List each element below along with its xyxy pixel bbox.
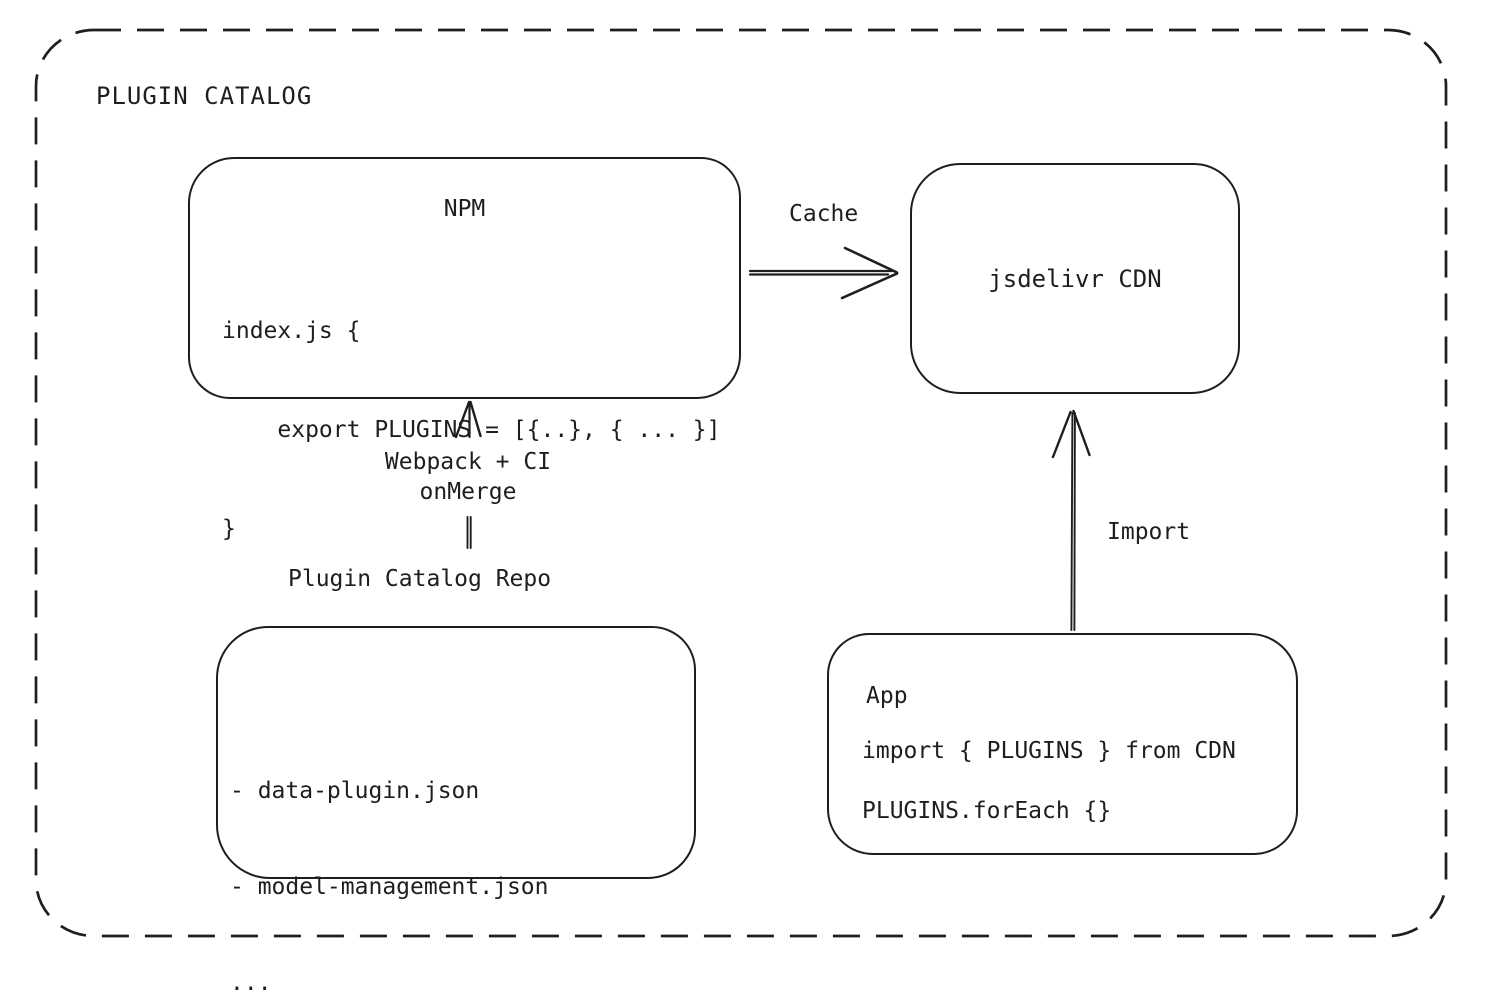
npm-node: NPM index.js { export PLUGINS = [{..}, {… bbox=[188, 157, 741, 542]
app-node-title: App bbox=[866, 683, 908, 709]
cdn-node-title: jsdelivr CDN bbox=[988, 264, 1162, 293]
cache-arrow bbox=[748, 246, 899, 300]
cdn-node: jsdelivr CDN bbox=[910, 163, 1240, 394]
npm-node-title: NPM bbox=[443, 196, 486, 222]
repo-file-item: - data-plugin.json bbox=[230, 778, 480, 804]
npm-code-line: index.js { bbox=[222, 318, 361, 344]
repo-file-item: - model-management.json bbox=[230, 874, 549, 900]
npm-code-line: } bbox=[222, 516, 236, 542]
build-arrow-label-line2: onMerge bbox=[419, 479, 517, 505]
import-arrow bbox=[1051, 409, 1091, 631]
npm-code-line: export PLUGINS = [{..}, { ... }] bbox=[222, 417, 721, 443]
build-arrow-label-line1: Webpack + CI bbox=[384, 449, 552, 475]
app-code-line: PLUGINS.forEach {} bbox=[862, 798, 1112, 824]
repo-file-list: - data-plugin.json - model-management.js… bbox=[230, 711, 549, 1002]
app-code-line: import { PLUGINS } from CDN bbox=[862, 738, 1236, 764]
npm-code-block: index.js { export PLUGINS = [{..}, { ...… bbox=[222, 249, 721, 612]
repo-node-title: Plugin Catalog Repo bbox=[288, 566, 552, 592]
cache-arrow-label: Cache bbox=[789, 201, 859, 227]
repo-file-item: ... bbox=[230, 970, 272, 996]
repo-node: - data-plugin.json - model-management.js… bbox=[216, 626, 696, 996]
import-arrow-label: Import bbox=[1107, 519, 1191, 545]
diagram-title: PLUGIN CATALOG bbox=[96, 82, 313, 110]
app-node: App import { PLUGINS } from CDN PLUGINS.… bbox=[827, 633, 1298, 855]
build-arrow-label: Webpack + CI onMerge bbox=[355, 447, 581, 507]
